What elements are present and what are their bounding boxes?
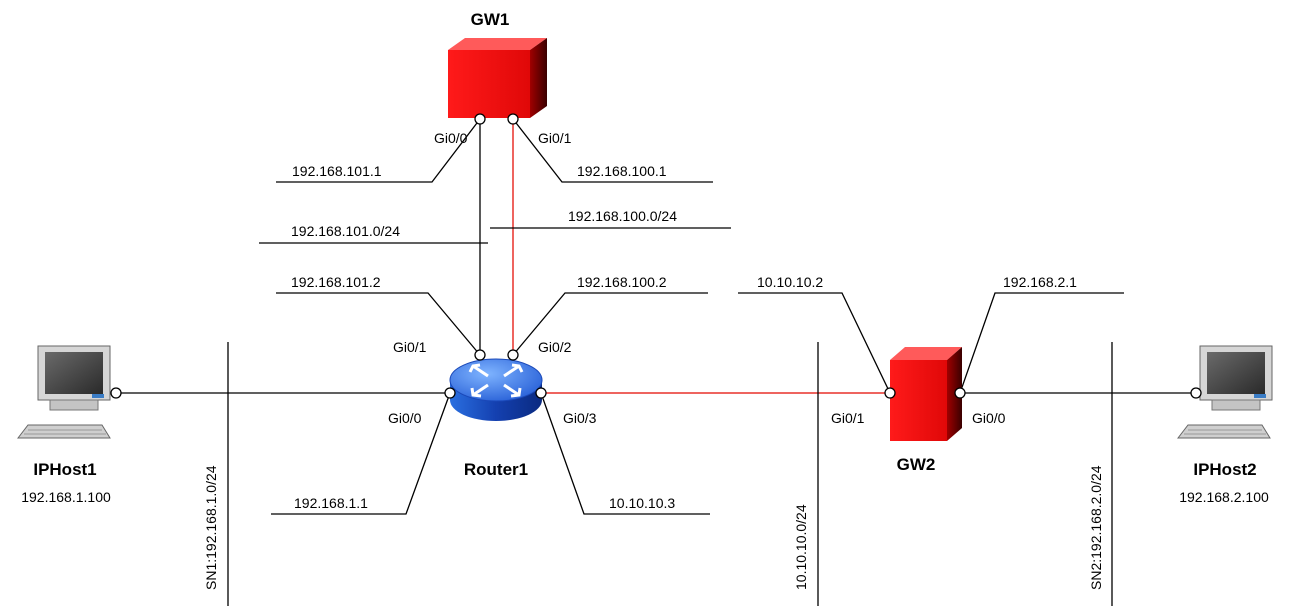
port-r1-gi02[interactable] [507, 349, 519, 361]
leader-gw1-gi00 [276, 118, 481, 183]
iphost2-name: IPHost2 [1193, 460, 1256, 479]
subnet-label-192-168-101: 192.168.101.0/24 [291, 223, 400, 239]
port-r1-gi03[interactable] [535, 387, 547, 399]
gw2-name: GW2 [897, 455, 936, 474]
iphost1-name: IPHost1 [33, 460, 96, 479]
address-labels: 192.168.101.1 192.168.100.1 192.168.101.… [291, 163, 1077, 511]
iphost1-pc-icon[interactable] [16, 345, 111, 439]
address-gw2-gi00: 192.168.2.1 [1003, 274, 1077, 290]
address-r1-gi03: 10.10.10.3 [609, 495, 675, 511]
leader-gw2-gi00 [959, 292, 1124, 394]
gw1-firewall-icon[interactable] [448, 38, 547, 118]
leader-r1-gi00 [271, 392, 451, 515]
address-r1-gi02: 192.168.100.2 [577, 274, 667, 290]
subnet-labels: 192.168.101.0/24 192.168.100.0/24 SN1:19… [203, 208, 1104, 590]
port-r1-gi01[interactable] [474, 349, 486, 361]
subnet-label-sn2: SN2:192.168.2.0/24 [1088, 465, 1104, 590]
label-r1-gi03: Gi0/3 [563, 410, 597, 426]
label-gw2-gi01: Gi0/1 [831, 410, 865, 426]
port-gw1-gi01[interactable] [507, 113, 519, 125]
router1-name: Router1 [464, 460, 528, 479]
iphost2-pc-icon[interactable] [1176, 345, 1273, 439]
iphost2-ip: 192.168.2.100 [1179, 489, 1269, 505]
address-gw1-gi00: 192.168.101.1 [292, 163, 382, 179]
label-r1-gi00: Gi0/0 [388, 410, 422, 426]
port-gw1-gi00[interactable] [474, 113, 486, 125]
gw2-firewall-icon[interactable] [890, 347, 962, 441]
port-r1-gi00[interactable] [444, 387, 456, 399]
port-iphost1[interactable] [110, 387, 122, 399]
port-iphost2[interactable] [1190, 387, 1202, 399]
links [116, 119, 1196, 394]
subnet-label-192-168-100: 192.168.100.0/24 [568, 208, 677, 224]
subnet-label-transit: 10.10.10.0/24 [793, 504, 809, 590]
address-gw1-gi01: 192.168.100.1 [577, 163, 667, 179]
gw1-name: GW1 [471, 10, 510, 29]
port-gw2-gi01[interactable] [884, 387, 896, 399]
leader-gw1-gi01 [512, 118, 713, 183]
address-r1-gi01: 192.168.101.2 [291, 274, 381, 290]
port-gw2-gi00[interactable] [954, 387, 966, 399]
leader-gw2-gi01 [738, 292, 891, 394]
leader-r1-gi03 [540, 392, 710, 515]
leader-r1-gi02 [512, 292, 708, 356]
router1-icon[interactable] [449, 358, 543, 421]
address-leaders [271, 118, 1124, 515]
interface-labels: Gi0/0 Gi0/1 Gi0/1 Gi0/2 Gi0/0 Gi0/3 Gi0/… [388, 130, 1006, 426]
subnet-lines [227, 227, 1113, 606]
subnet-label-sn1: SN1:192.168.1.0/24 [203, 465, 219, 590]
label-gw2-gi00: Gi0/0 [972, 410, 1006, 426]
ports [110, 113, 1202, 399]
label-gw1-gi01: Gi0/1 [538, 130, 572, 146]
label-r1-gi02: Gi0/2 [538, 339, 572, 355]
iphost1-ip: 192.168.1.100 [21, 489, 111, 505]
leader-r1-gi01 [276, 292, 481, 356]
router-arrows-icon [468, 363, 524, 398]
label-r1-gi01: Gi0/1 [393, 339, 427, 355]
address-r1-gi00: 192.168.1.1 [294, 495, 368, 511]
label-gw1-gi00: Gi0/0 [434, 130, 468, 146]
address-gw2-gi01: 10.10.10.2 [757, 274, 823, 290]
